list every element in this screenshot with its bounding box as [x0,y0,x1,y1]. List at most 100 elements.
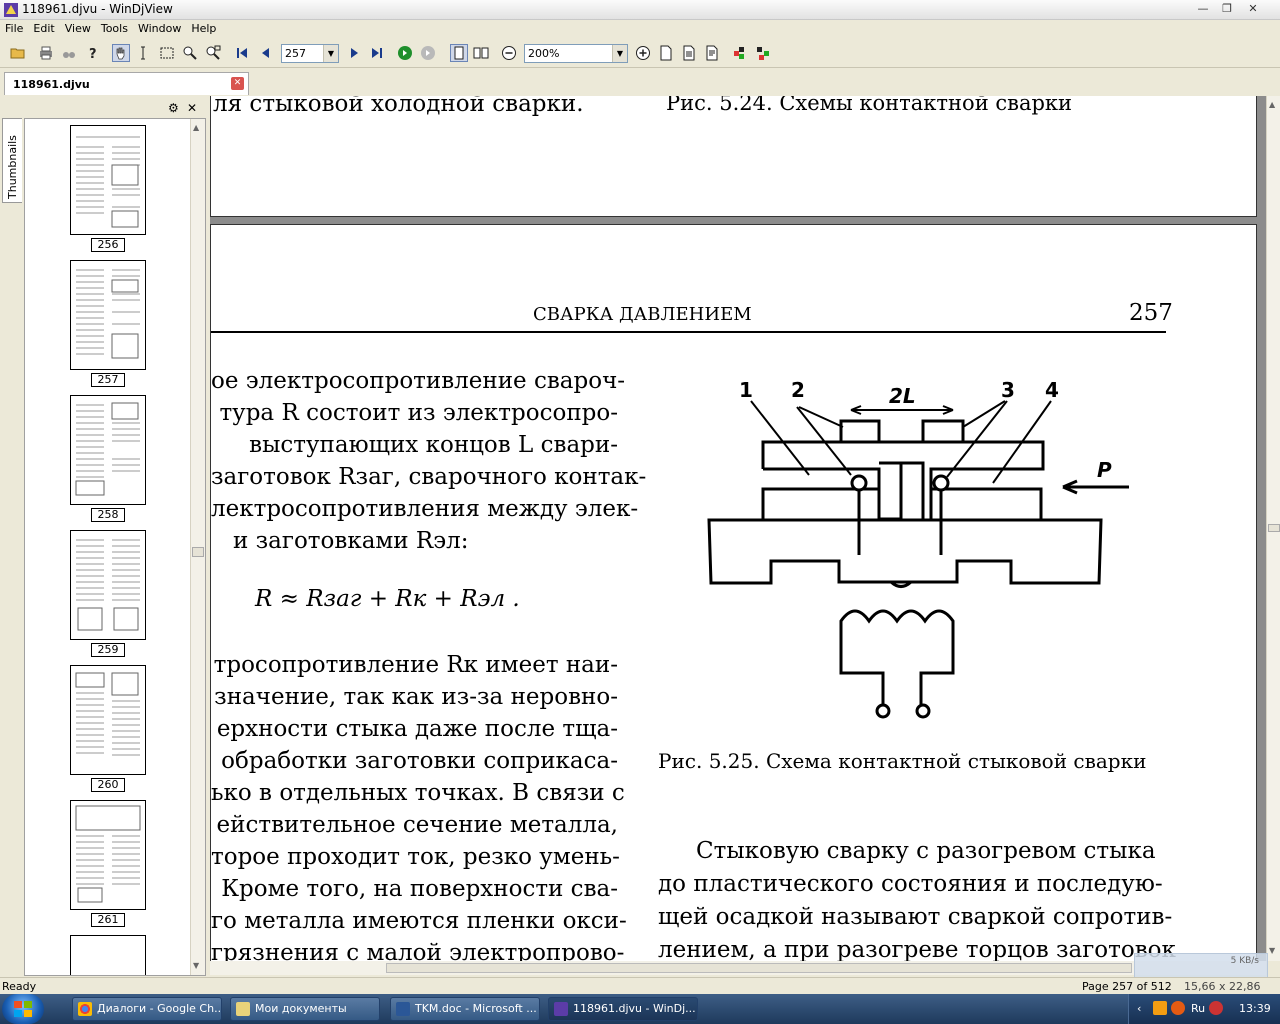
folder-icon [236,1002,250,1016]
text-line: ействительное сечение металла, [216,812,618,838]
thumbnail-page-260[interactable] [70,665,146,775]
document-scroll-thumb[interactable] [1268,524,1280,532]
menu-file[interactable]: File [5,22,24,35]
menu-edit[interactable]: Edit [33,22,55,35]
help-button[interactable]: ? [84,44,102,62]
firefox-icon[interactable] [1171,1001,1185,1015]
thumbnail-label: 261 [91,913,125,927]
thumbnail-content-lines [75,672,140,756]
language-indicator[interactable]: Ru [1191,1002,1206,1015]
page-number: 257 [1129,300,1173,326]
scroll-up-icon[interactable]: ▲ [1269,100,1276,109]
last-page-button[interactable] [368,44,386,62]
leader-3b [962,400,1006,428]
previous-page-button[interactable] [257,44,275,62]
scroll-down-icon[interactable]: ▼ [1269,946,1276,955]
thumbnail-page-258[interactable] [70,395,146,505]
thumbnail-page-261[interactable] [70,800,146,910]
lead-left [857,490,861,555]
zoom-combo[interactable]: 200%▼ [524,44,628,63]
thumbnail-page-259[interactable] [70,530,146,640]
go-back-button[interactable] [419,44,437,62]
fit-width-button[interactable] [657,44,675,62]
text-line: и заготовками Rэл: [233,528,469,554]
document-horizontal-scrollbar[interactable] [210,961,1266,975]
first-page-button[interactable] [233,44,251,62]
find-button[interactable] [60,44,78,62]
taskbar-label: Диалоги - Google Ch... [97,1002,222,1015]
single-page-button[interactable] [450,44,468,62]
color-mode-button[interactable] [732,44,750,62]
next-page-button[interactable] [345,44,363,62]
thumbnails-side-tab[interactable]: Thumbnails [2,118,22,203]
minimize-button[interactable]: — [1197,2,1209,15]
select-text-button[interactable] [135,44,153,62]
taskbar-label: Мои документы [255,1002,347,1015]
clock[interactable]: 13:39 [1239,1002,1271,1015]
scroll-up-icon[interactable]: ▲ [193,123,200,132]
actual-size-button[interactable] [703,44,721,62]
paragraph-3: Стыковую сварку с разогревом стыка до пл… [658,835,1176,961]
label-P: P [1097,458,1112,482]
thumbnail-scrollbar[interactable]: ▲ ▼ [190,119,205,975]
forward-circle-icon [398,46,412,60]
chevron-down-icon[interactable]: ▼ [323,45,338,62]
thumbnail-page-257[interactable] [70,260,146,370]
zoom-tool-button[interactable] [181,44,199,62]
menu-view[interactable]: View [64,22,91,35]
taskbar-button-word[interactable]: TKM.doc - Microsoft ... [390,997,540,1021]
antivirus-icon[interactable] [1209,1001,1223,1015]
scroll-down-icon[interactable]: ▼ [193,961,200,970]
thumbnails-side-tab-label: Thumbnails [6,135,19,199]
thumbnail-content-lines [75,402,140,496]
chevron-down-icon[interactable]: ▼ [612,45,627,62]
close-panel-icon[interactable]: ✕ [187,101,198,115]
menu-window[interactable]: Window [137,22,182,35]
thumbnail-scroll-thumb[interactable] [192,547,204,557]
display-mode-button[interactable] [755,44,773,62]
page-number-combo[interactable]: 257▼ [281,44,339,63]
print-button[interactable] [37,44,55,62]
taskbar-button-chrome[interactable]: Диалоги - Google Ch... [72,997,222,1021]
clamp-right-lower [929,487,1043,520]
text-line: значение, так как из-за неровно- [214,684,618,710]
media-player-icon[interactable] [1153,1001,1167,1015]
label-1: 1 [739,378,753,402]
facing-pages-button[interactable] [472,44,490,62]
menu-help[interactable]: Help [191,22,217,35]
text-line: ерхности стыка даже после тща- [216,716,618,742]
fit-page-button[interactable] [680,44,698,62]
select-area-button[interactable] [158,44,176,62]
text-line: до пластического состояния и последую- [658,871,1163,897]
taskbar-label: 118961.djvu - WinDj... [573,1002,696,1015]
thumbnail-content-lines [76,539,140,631]
zoom-out-button[interactable] [500,44,518,62]
document-tab[interactable]: 118961.djvu ✕ [4,72,249,95]
thumbnail-content-lines [75,805,141,903]
window-title: 118961.djvu - WinDjView [22,2,173,16]
svg-text:?: ? [89,47,97,61]
hand-tool-button[interactable] [112,44,130,62]
open-button[interactable] [9,44,27,62]
document-vertical-scrollbar[interactable]: ▲ ▼ [1266,96,1280,961]
document-view[interactable]: ля стыковой холодной сварки. Рис. 5.24. … [210,96,1266,961]
close-window-button[interactable]: ✕ [1248,2,1258,15]
tray-expand-icon[interactable]: ‹ [1137,1002,1142,1015]
go-forward-button[interactable] [396,44,414,62]
thumbnail-page-256[interactable] [70,125,146,235]
menu-tools[interactable]: Tools [100,22,128,35]
taskbar-button-documents[interactable]: Мои документы [230,997,380,1021]
horizontal-scroll-thumb[interactable] [386,963,1132,973]
start-button[interactable] [2,994,44,1024]
magnifier-rect-icon [206,45,221,60]
gear-icon[interactable]: ⚙ [168,101,179,115]
terminal-left [875,703,891,719]
welding-diagram: 1 2 2L 3 4 P [707,378,1129,719]
coil [839,609,955,637]
maximize-button[interactable]: ❐ [1222,2,1232,15]
taskbar-button-windjview[interactable]: 118961.djvu - WinDj... [548,997,698,1021]
thumbnail-page-262[interactable] [70,935,146,975]
close-tab-icon[interactable]: ✕ [231,77,244,90]
zoom-in-button[interactable] [634,44,652,62]
zoom-rect-button[interactable] [204,44,222,62]
